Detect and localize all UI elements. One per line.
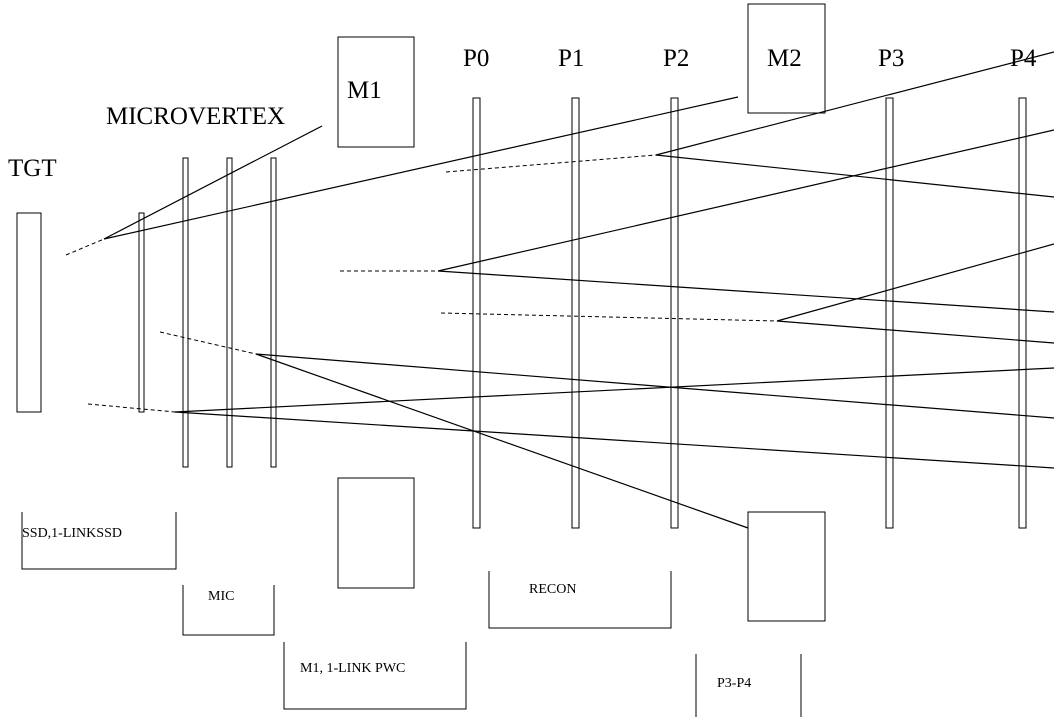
- bracket-recon: [488, 571, 672, 629]
- label-p2: P2: [663, 45, 689, 72]
- target: [16, 212, 42, 413]
- p2-plane: [670, 97, 679, 529]
- magnet-m2-top: [747, 3, 826, 114]
- track: [255, 353, 1054, 419]
- bracket-m1-pwc: [283, 642, 467, 710]
- label-m2: M2: [767, 45, 802, 72]
- track: [776, 320, 1054, 344]
- track: [437, 129, 1054, 272]
- dashed-extrapolation: [445, 154, 657, 173]
- label-p3: P3: [878, 45, 904, 72]
- p4-plane: [1018, 97, 1027, 529]
- track: [437, 270, 1054, 313]
- mic-plane-2: [226, 157, 233, 468]
- label-p0: P0: [463, 45, 489, 72]
- magnet-m1-top: [337, 36, 415, 148]
- mic-plane-3: [270, 157, 277, 468]
- track: [255, 353, 749, 529]
- track: [174, 367, 1054, 413]
- label-m1: M1: [347, 77, 382, 104]
- track: [174, 411, 1054, 469]
- label-m1-pwc-group: M1, 1-LINK PWC: [300, 661, 405, 676]
- label-p1: P1: [558, 45, 584, 72]
- p3-plane: [885, 97, 894, 529]
- bracket-ssd: [21, 512, 177, 570]
- label-ssd-group: SSD,1-LINKSSD: [22, 526, 122, 541]
- dashed-extrapolation: [87, 403, 176, 413]
- label-tgt: TGT: [8, 155, 57, 182]
- magnet-m2-bottom: [747, 511, 826, 622]
- label-p3-p4-group: P3-P4: [717, 676, 751, 691]
- label-leader-line: [103, 125, 323, 240]
- bracket-mic: [182, 585, 275, 636]
- dashed-extrapolation: [65, 238, 105, 256]
- label-mic-group: MIC: [208, 589, 234, 604]
- dashed-extrapolation: [159, 331, 257, 355]
- track: [655, 51, 1054, 156]
- dashed-extrapolation: [440, 312, 778, 322]
- label-p4: P4: [1010, 45, 1037, 72]
- magnet-m1-bottom: [337, 477, 415, 589]
- label-microvertex: MICROVERTEX: [106, 103, 285, 130]
- track: [103, 96, 739, 240]
- mic-plane-1: [182, 157, 189, 468]
- p0-plane: [472, 97, 481, 529]
- track: [776, 243, 1054, 322]
- p1-plane: [571, 97, 580, 529]
- label-recon-group: RECON: [529, 582, 576, 597]
- microvertex-plane: [138, 212, 145, 413]
